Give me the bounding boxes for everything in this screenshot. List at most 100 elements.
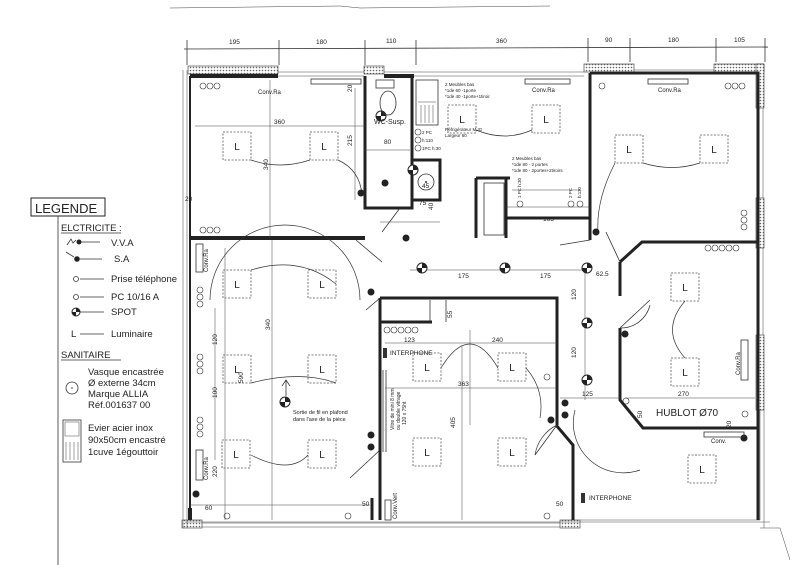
svg-text:L: L: [319, 450, 325, 461]
svg-text:L: L: [234, 365, 240, 376]
pc-label: h:110: [577, 187, 582, 198]
dim-50-bottom: 50: [556, 501, 564, 508]
spot-icon: [581, 374, 593, 386]
luminaire: L: [670, 357, 700, 387]
dim-120b: 120: [571, 347, 578, 358]
plan-labels: Conv.Ra Conv.Ra Conv.Ra Conv.Ra Conv.Ra …: [204, 82, 742, 519]
switch-icon: [367, 431, 375, 439]
switch-icon: [592, 228, 600, 236]
luminaire: L: [412, 437, 442, 467]
phone-socket-icon: [73, 276, 104, 282]
dim-50-bottom-left: 50: [362, 501, 370, 508]
switch-icon: [740, 434, 748, 442]
kitchen-note-2c: *1de 80 - 2portes+2tiroirs: [512, 168, 563, 173]
svg-text:L: L: [682, 283, 688, 294]
switch-icon: [402, 234, 410, 242]
dim-340-left: 340: [263, 159, 270, 170]
spot-icon: [581, 262, 593, 274]
glass-partition: [382, 370, 387, 452]
switch-icon: [561, 411, 569, 419]
dim-175b: 175: [540, 273, 551, 280]
svg-text:L: L: [509, 363, 515, 374]
svg-text:L: L: [424, 448, 430, 459]
pc-label: 2 PC: [422, 130, 433, 135]
luminaire: L: [307, 439, 337, 469]
label-conv-ra: Conv.Ra: [658, 88, 682, 94]
legend-item-spot: SPOT: [111, 307, 137, 318]
fixtures: [195, 78, 749, 521]
luminaire: L: [222, 131, 252, 161]
dim-62-5: 62.5: [596, 271, 609, 278]
legend-sanitary-heading: SANITAIRE: [61, 350, 110, 361]
socket-groups: [196, 82, 749, 520]
label-hublot: HUBLOT Ø70: [656, 408, 718, 419]
sink-icon: [62, 419, 82, 463]
kitchen-note-1c: *1de 40 -1porte+1tiroir: [445, 94, 490, 99]
switch-icon: [381, 179, 389, 187]
svg-text:L: L: [321, 142, 327, 153]
legend-basin-1: Vasque encastrée: [88, 367, 164, 378]
dim-100-left: 100: [212, 387, 219, 398]
dim-220: 220: [212, 466, 219, 477]
dim-top-6: 180: [668, 37, 679, 44]
legend-item-sa: S.A: [114, 254, 130, 265]
sa-switch-icon: [65, 251, 102, 262]
spot-icon: [407, 164, 419, 176]
convector: [310, 78, 362, 85]
door-swings: [209, 224, 651, 479]
svg-text:L: L: [711, 145, 717, 156]
kitchen-note-1b: *1de 60 -1porte: [445, 88, 477, 93]
legend-electric-heading: ELCTRICITE :: [61, 223, 122, 234]
top-dimension-chain: 195 180 110 360 90 180 105: [183, 37, 769, 65]
convector: [384, 499, 392, 521]
dim-165: 165: [543, 216, 554, 223]
dim-top-1: 195: [229, 39, 240, 46]
spots-switches: [192, 110, 748, 498]
dim-top-4: 360: [496, 38, 507, 45]
dim-75: 75: [419, 200, 427, 207]
switch-icon: [547, 416, 555, 424]
dim-340-mid: 340: [265, 319, 272, 330]
fridge-note-2: Largeur 60: [445, 133, 467, 138]
luminaire: L: [614, 134, 644, 164]
svg-text:L: L: [459, 115, 465, 126]
luminaire: L: [307, 354, 337, 384]
luminaires: L L L L L L L L L L L L L L L L L L L: [221, 104, 729, 484]
convector: [524, 78, 571, 85]
dim-60: 60: [205, 505, 213, 512]
wc-bowl: [379, 90, 397, 116]
pc-label: 2 PC: [568, 187, 573, 198]
pc-label: 1PC h:30: [422, 146, 441, 151]
dim-240: 240: [492, 337, 503, 344]
wc-tank: [375, 79, 395, 89]
dim-20-top: 20: [347, 84, 354, 92]
luminaire: L: [307, 269, 337, 299]
dim-50-right: 50: [637, 410, 644, 418]
svg-text:L: L: [626, 145, 632, 156]
window-note-1: Vitre de mini 8 mm: [390, 388, 396, 430]
spot-icon: [581, 317, 593, 329]
legend-item-phone: Prise téléphone: [111, 274, 177, 285]
interphone-icon: [383, 348, 387, 358]
dim-360-left: 360: [274, 119, 285, 126]
label-conv-ra: Conv.Ra: [532, 88, 556, 94]
spot-icon: [416, 262, 428, 274]
legend: LEGENDE ELCTRICITE : V.V.A S.A Prise tél…: [30, 197, 177, 565]
label-conv-vert: Conv.Vert: [393, 493, 399, 519]
dim-top-7: 105: [734, 37, 745, 44]
legend-sink-3: 1cuve 1égouttoir: [88, 447, 158, 458]
legend-sink-2: 90x50cm encastré: [88, 435, 166, 446]
interior-walls: [188, 71, 760, 520]
dim-40: 40: [428, 202, 435, 210]
legend-sink-1: Evier acier inox: [88, 423, 153, 434]
kitchen-sink-fixture: [415, 79, 439, 126]
luminaire: L: [531, 104, 561, 134]
spot-icon: [71, 307, 104, 317]
convector: [195, 449, 204, 481]
luminaire: L: [221, 439, 251, 469]
basin-fixture: [417, 173, 435, 191]
dim-120-left: 120: [212, 334, 219, 345]
window-note-3: 120 x 75ht: [402, 401, 408, 425]
dim-363: 363: [458, 381, 469, 388]
